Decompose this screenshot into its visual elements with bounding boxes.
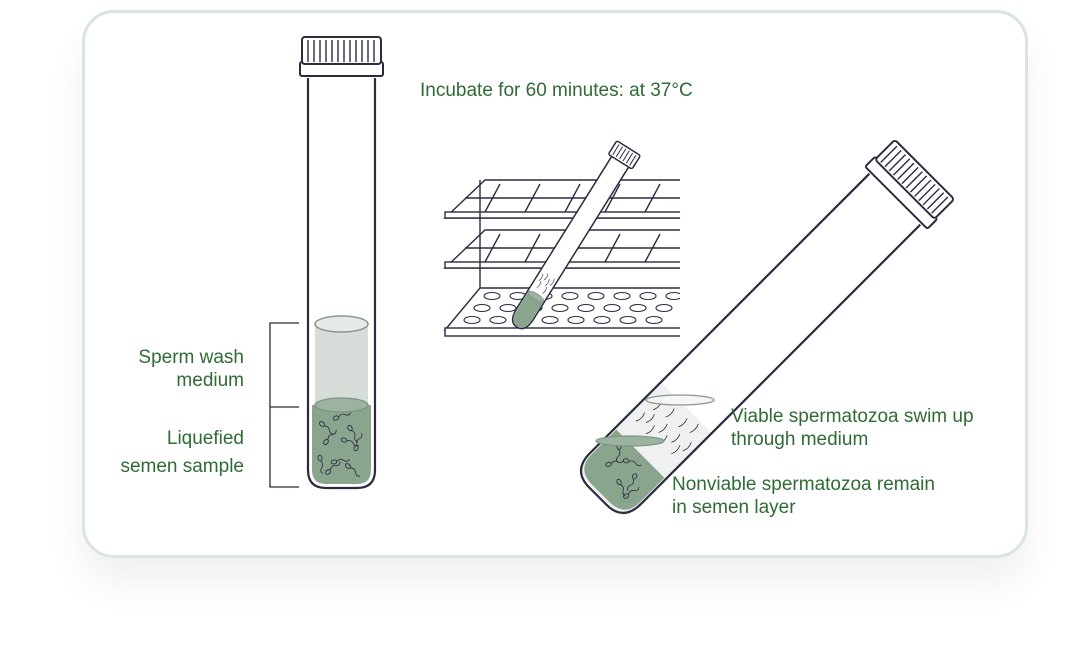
viable-line2: through medium [731,429,869,450]
liquefied-line1: Liquefied [166,428,244,449]
sperm-wash-line1: Sperm wash [138,347,244,368]
sperm-wash-label: Sperm wash medium [100,346,244,392]
semen-surface [595,435,665,447]
upright-test-tube-icon [299,36,384,490]
liquefied-label: Liquefied semen sample [90,425,244,481]
viable-label: Viable spermatozoa swim up through mediu… [731,405,974,451]
nonviable-line1: Nonviable spermatozoa remain [672,474,935,495]
small-tilted-tube-icon [511,140,641,330]
tilted-test-tube-icon [579,140,954,515]
incubate-label: Incubate for 60 minutes: at 37°C [420,80,693,101]
nonviable-line2: in semen layer [672,497,796,518]
liquefied-line2: semen sample [120,456,244,477]
layer-bracket [269,322,299,488]
nonviable-label: Nonviable spermatozoa remain in semen la… [672,473,935,519]
sperm-wash-line2: medium [176,370,244,391]
medium-surface [645,394,715,406]
viable-line1: Viable spermatozoa swim up [731,406,974,427]
